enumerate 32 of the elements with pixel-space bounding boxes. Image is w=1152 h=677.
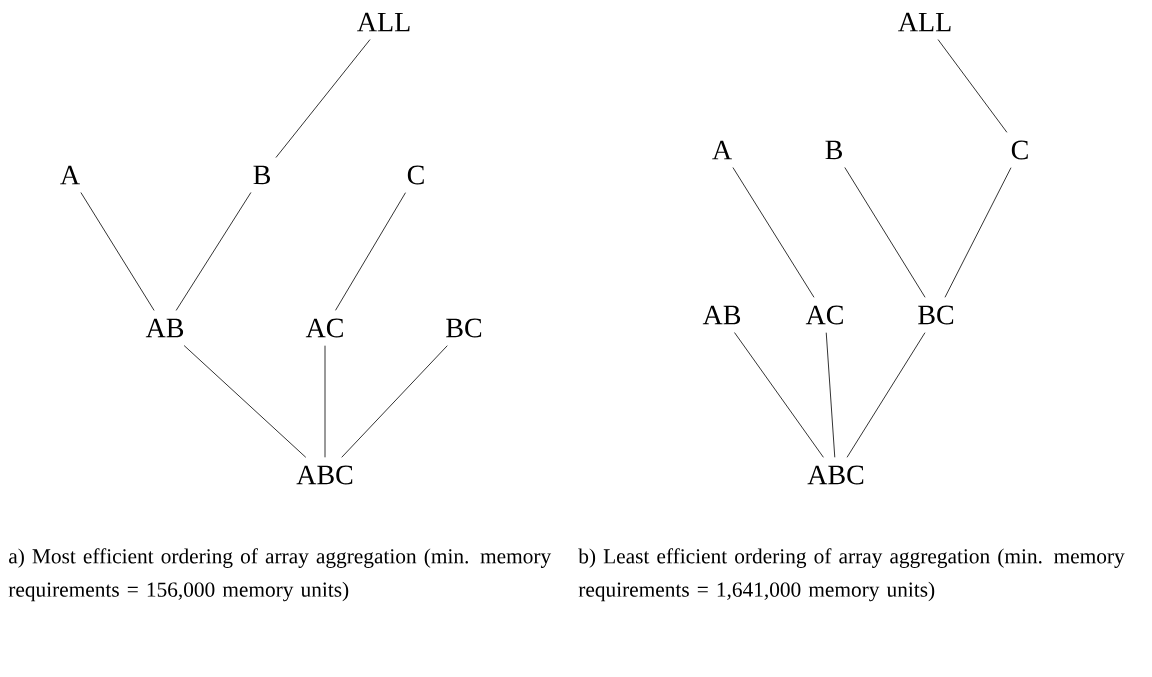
node-label: C bbox=[407, 165, 424, 185]
node-label: A bbox=[712, 140, 732, 160]
tree-line bbox=[825, 332, 836, 458]
node-label: AC bbox=[805, 305, 843, 325]
tree-line bbox=[937, 39, 1008, 133]
node-label: A bbox=[60, 165, 80, 185]
tree-line bbox=[175, 192, 252, 311]
tree-line bbox=[732, 167, 815, 298]
tree-line bbox=[324, 345, 326, 458]
node-label: ALL bbox=[357, 12, 410, 32]
tree-line bbox=[183, 345, 307, 458]
tree-line bbox=[844, 167, 926, 298]
node-label: AB bbox=[702, 305, 741, 325]
node-label: B bbox=[825, 140, 842, 160]
tree-line bbox=[734, 332, 824, 458]
tree-line bbox=[944, 167, 1012, 298]
node-label: ABC bbox=[296, 465, 353, 485]
tree-line bbox=[275, 39, 371, 158]
node-label: ALL bbox=[898, 12, 951, 32]
node-label: AB bbox=[145, 318, 184, 338]
node-label: ABC bbox=[807, 465, 864, 485]
tree-line bbox=[341, 345, 448, 458]
tree-line bbox=[335, 192, 406, 311]
tree-line bbox=[80, 192, 155, 311]
node-label: BC bbox=[446, 318, 482, 338]
node-label: B bbox=[253, 165, 270, 185]
caption: b) Least efficient ordering of array aggregation (min. memory requirements = 1,641,000 memory units) bbox=[578, 548, 1125, 602]
node-label: C bbox=[1011, 140, 1028, 160]
node-label: AC bbox=[305, 318, 343, 338]
node-label: BC bbox=[918, 305, 954, 325]
caption: a) Most efficient ordering of array aggregation (min. memory requirements = 156,000 memory units) bbox=[8, 548, 552, 602]
tree-line bbox=[846, 332, 926, 458]
